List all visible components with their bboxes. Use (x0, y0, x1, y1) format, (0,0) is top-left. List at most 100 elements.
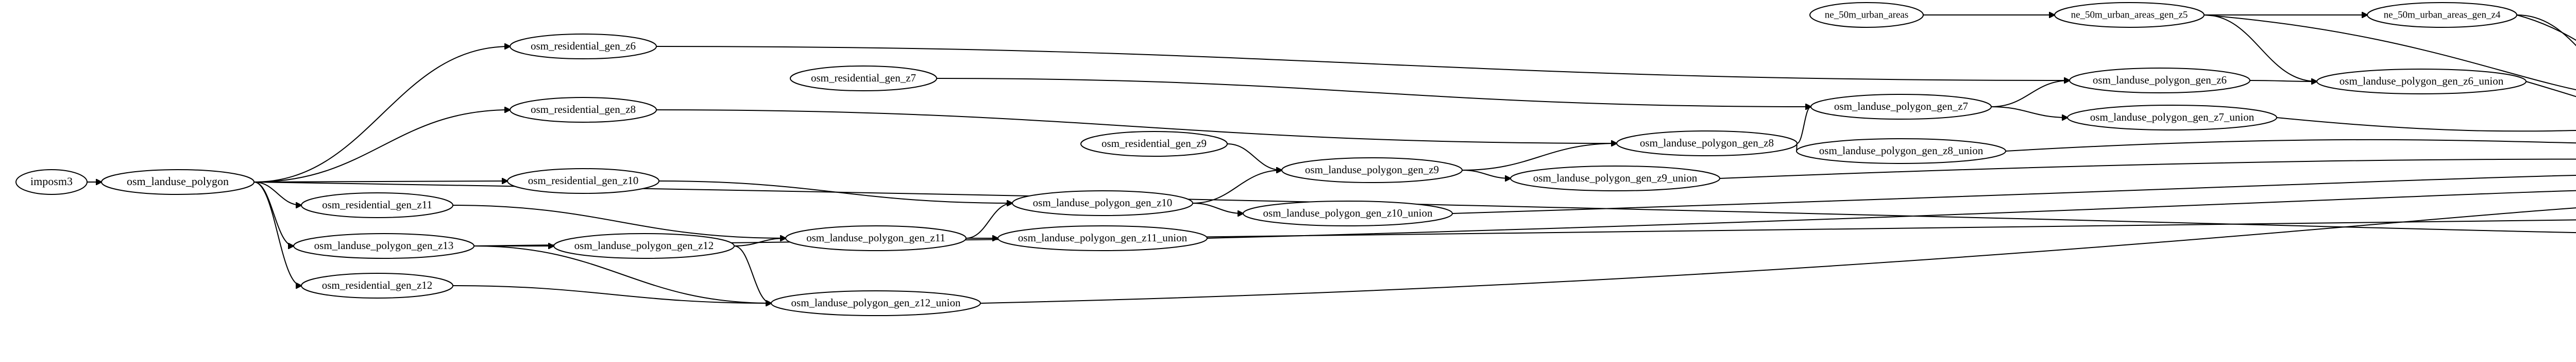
graph-node-osm_landuse_polygon_gen_z8[interactable]: osm_landuse_polygon_gen_z8 (1616, 130, 1798, 156)
graph-node-osm_residential_gen_z8[interactable]: osm_residential_gen_z8 (510, 97, 657, 123)
node-label: osm_landuse_polygon_gen_z10_union (1263, 207, 1433, 219)
node-ellipse (510, 97, 657, 123)
node-label: osm_landuse_polygon_gen_z7 (1834, 100, 1968, 112)
graph-edge (965, 203, 1012, 239)
node-ellipse (101, 169, 255, 195)
graph-node-osm_landuse_polygon_gen_z7[interactable]: osm_landuse_polygon_gen_z7 (1810, 94, 1992, 120)
graph-edge (734, 245, 771, 303)
graph-node-imposm3[interactable]: imposm3 (15, 169, 88, 195)
graph-node-osm_landuse_polygon_gen_z12[interactable]: osm_landuse_polygon_gen_z12 (553, 233, 735, 259)
graph-edge (253, 110, 510, 183)
node-label: osm_landuse_polygon_gen_z12_union (791, 297, 961, 309)
graph-edge (656, 109, 1617, 143)
node-ellipse (785, 225, 967, 251)
graph-node-ne_50m_urban_areas_gen_z4[interactable]: ne_50m_urban_areas_gen_z4 (2367, 2, 2517, 28)
graph-edge (1462, 143, 1617, 171)
node-label: osm_residential_gen_z7 (811, 72, 916, 84)
node-ellipse (2316, 69, 2527, 94)
node-label: ne_50m_urban_areas_gen_z4 (2384, 9, 2501, 20)
node-layer: imposm3 osm_landuse_polygon osm_residentia… (15, 2, 2527, 316)
node-ellipse (2054, 2, 2205, 28)
graph-edge (1192, 170, 1282, 204)
graph-edge (2249, 80, 2317, 81)
graph-node-osm_landuse_polygon_gen_z7_union[interactable]: osm_landuse_polygon_gen_z7_union (2067, 105, 2277, 130)
node-ellipse (771, 290, 981, 316)
node-label: osm_residential_gen_z11 (322, 199, 432, 211)
graph-edge-to-legend (1719, 158, 2576, 179)
graph-edge (253, 182, 294, 246)
graph-edge (452, 285, 771, 303)
graph-node-osm_residential_gen_z10[interactable]: osm_residential_gen_z10 (507, 168, 659, 194)
graph-edge (253, 182, 301, 286)
graph-edge (1227, 143, 1282, 170)
node-ellipse (2367, 2, 2517, 28)
node-label: osm_landuse_polygon_gen_z11 (806, 232, 945, 244)
graph-node-osm_landuse_polygon_gen_z8_union[interactable]: osm_landuse_polygon_gen_z8_union (1796, 138, 2006, 164)
graph-node-ne_50m_urban_areas_gen_z5[interactable]: ne_50m_urban_areas_gen_z5 (2054, 2, 2205, 28)
graph-node-osm_landuse_polygon_gen_z9_union[interactable]: osm_landuse_polygon_gen_z9_union (1510, 166, 1720, 191)
node-label: osm_residential_gen_z8 (531, 103, 636, 116)
graph-node-osm_landuse_polygon_gen_z13[interactable]: osm_landuse_polygon_gen_z13 (293, 233, 474, 259)
node-label: imposm3 (30, 175, 73, 188)
graph-node-osm_landuse_polygon_gen_z10_union[interactable]: osm_landuse_polygon_gen_z10_union (1243, 201, 1453, 226)
graph-edge (1991, 106, 2067, 118)
graph-edge (1192, 203, 1243, 213)
graph-edge-to-legend (980, 207, 2576, 304)
node-ellipse (301, 273, 453, 299)
graph-node-ne_50m_urban_areas[interactable]: ne_50m_urban_areas (1809, 2, 1924, 28)
node-ellipse (1616, 130, 1798, 156)
node-ellipse (15, 169, 88, 195)
graph-edge (1797, 107, 1811, 144)
node-label: osm_landuse_polygon_gen_z7_union (2090, 111, 2255, 123)
graph-node-osm_landuse_polygon_gen_z6_union[interactable]: osm_landuse_polygon_gen_z6_union (2316, 69, 2527, 94)
graph-edge (253, 182, 301, 205)
node-ellipse (1809, 2, 1924, 28)
graph-node-osm_landuse_polygon_gen_z9[interactable]: osm_landuse_polygon_gen_z9 (1281, 157, 1463, 183)
graph-node-osm_residential_gen_z7[interactable]: osm_residential_gen_z7 (790, 65, 937, 91)
node-label: osm_residential_gen_z12 (322, 279, 433, 291)
graph-edge (2516, 14, 2576, 46)
node-label: osm_landuse_polygon_gen_z10 (1033, 196, 1173, 209)
graph-edge (656, 46, 2070, 80)
node-label: osm_landuse_polygon_gen_z11_union (1018, 232, 1188, 244)
graph-edge (1462, 170, 1511, 178)
node-ellipse (301, 192, 453, 218)
node-ellipse (510, 34, 657, 59)
node-ellipse (1810, 94, 1992, 120)
node-ellipse (507, 168, 659, 194)
node-ellipse (790, 65, 937, 91)
node-ellipse (2067, 105, 2277, 130)
graph-edge-to-legend (1207, 190, 2576, 239)
graph-node-osm_landuse_polygon_gen_z6[interactable]: osm_landuse_polygon_gen_z6 (2069, 68, 2250, 93)
graph-node-osm_landuse_polygon_gen_z12_union[interactable]: osm_landuse_polygon_gen_z12_union (771, 290, 981, 316)
node-label: osm_residential_gen_z6 (531, 40, 636, 52)
node-label: osm_landuse_polygon_gen_z12 (574, 239, 714, 252)
graph-node-osm_landuse_polygon[interactable]: osm_landuse_polygon (101, 169, 255, 195)
graph-edge-to-legend (2276, 117, 2576, 132)
graph-node-osm_residential_gen_z11[interactable]: osm_residential_gen_z11 (301, 192, 453, 218)
graph-node-osm_landuse_polygon_gen_z11[interactable]: osm_landuse_polygon_gen_z11 (785, 225, 967, 251)
node-label: osm_landuse_polygon_gen_z9_union (1533, 172, 1698, 184)
graph-node-osm_residential_gen_z6[interactable]: osm_residential_gen_z6 (510, 34, 657, 59)
graph-edge-to-legend (2526, 81, 2576, 97)
node-ellipse (293, 233, 474, 259)
node-label: osm_residential_gen_z10 (528, 174, 639, 187)
graph-edge (1991, 80, 2070, 107)
node-label: osm_landuse_polygon_gen_z8 (1640, 137, 1774, 149)
node-ellipse (1796, 138, 2006, 164)
graph-node-osm_residential_gen_z12[interactable]: osm_residential_gen_z12 (301, 273, 453, 299)
graph-edge (253, 181, 507, 182)
node-label: osm_landuse_polygon_gen_z8_union (1819, 144, 1984, 157)
graph-node-osm_landuse_polygon_gen_z11_union[interactable]: osm_landuse_polygon_gen_z11_union (997, 225, 1208, 251)
node-label: ne_50m_urban_areas_gen_z5 (2071, 9, 2188, 20)
node-ellipse (1243, 201, 1453, 226)
graph-node-osm_residential_gen_z9[interactable]: osm_residential_gen_z9 (1080, 131, 1228, 157)
graph-node-osm_landuse_polygon_gen_z10[interactable]: osm_landuse_polygon_gen_z10 (1012, 190, 1193, 216)
node-ellipse (553, 233, 735, 259)
graph-edge (452, 205, 786, 238)
graph-edge (473, 245, 771, 303)
graph-edge-to-legend (2005, 139, 2576, 152)
graph-edge-to-legend (253, 182, 2576, 234)
graph-edge (253, 46, 510, 183)
